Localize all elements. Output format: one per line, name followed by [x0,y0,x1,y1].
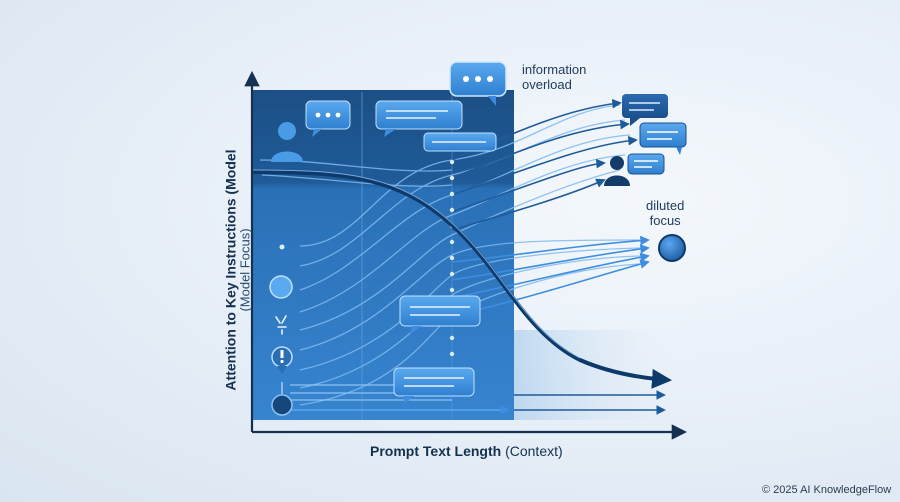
overload-bubble-2 [639,122,687,155]
diluted-line-1: diluted [646,198,685,213]
y-axis-label-sub: (Model Focus) [237,228,253,312]
overload-line-2: overload [522,77,572,92]
x-axis-label-main: Prompt Text Length [370,443,502,459]
diluted-focus-dot [658,234,686,262]
focus-circle-icon [269,275,293,299]
attention-curve [251,170,672,389]
overload-bubble-1 [622,94,668,126]
diluted-annotation: diluted focus [646,198,684,228]
overload-annotation: information overload [522,62,586,92]
y-axis-label-main: Attention to Key Instructions (Model [222,149,239,391]
message-bubble-3 [399,295,481,334]
overload-line-1: information [522,62,587,77]
x-axis-label: Prompt Text Length (Context) [370,443,563,459]
message-bubble-2 [423,132,497,152]
small-dot-icon [279,244,285,250]
typing-bubble-icon [449,61,507,106]
attention-curve-highlight [251,169,581,359]
x-axis-label-sub: (Context) [505,443,563,459]
focus-node-icon [271,382,293,416]
y-axis-label: Attention to Key Instructions (Model (Mo… [222,90,253,450]
overload-bubble-3 [627,153,665,175]
message-bubble-1 [375,100,463,137]
exclamation-icon [271,346,293,374]
overload-user-icon [604,156,630,186]
user-icon [271,122,303,162]
chat-bubble-icon [305,100,351,137]
sparkle-icon [275,315,287,335]
message-bubble-4 [393,367,475,404]
copyright-notice: © 2025 AI KnowledgeFlow [762,484,892,496]
fade-region [514,330,674,420]
diluted-line-2: focus [649,213,681,228]
